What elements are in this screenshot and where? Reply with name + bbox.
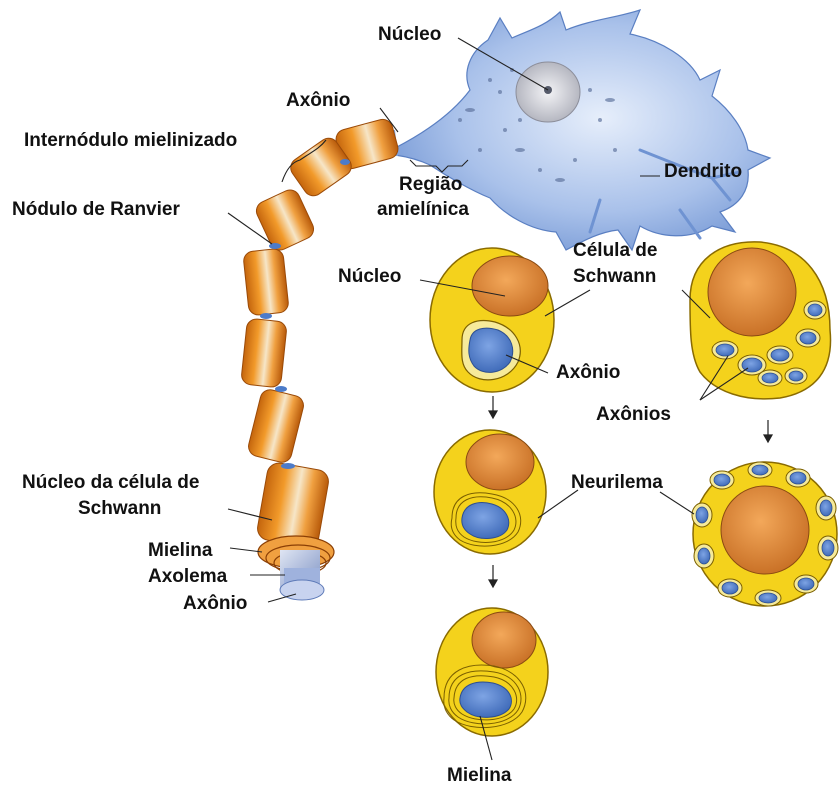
schwann-unmyelinated-bottom	[692, 462, 838, 606]
label-schwann-cell-line2: Schwann	[573, 266, 656, 287]
label-nucleus-top: Núcleo	[378, 24, 441, 45]
label-axolemma: Axolema	[148, 566, 228, 587]
label-myelin-bottom: Mielina	[447, 765, 512, 786]
label-axon-mid: Axônio	[556, 362, 620, 383]
label-axon-bottom: Axônio	[183, 593, 247, 614]
schwann-stage-1	[430, 248, 554, 392]
label-schwann-cell-line1: Célula de	[573, 240, 657, 261]
label-internode: Internódulo mielinizado	[24, 130, 237, 151]
label-axon-top: Axônio	[286, 90, 350, 111]
label-axons-plural: Axônios	[596, 404, 671, 425]
label-dendrite: Dendrito	[664, 161, 742, 182]
label-neurilemma: Neurilema	[571, 472, 663, 493]
label-myelin-left: Mielina	[148, 540, 213, 561]
label-region-line2: amielínica	[377, 199, 469, 220]
label-schwann-nucleus-line1: Núcleo da célula de	[22, 472, 199, 493]
label-node-ranvier: Nódulo de Ranvier	[12, 199, 180, 220]
schwann-unmyelinated-top	[690, 242, 831, 399]
myelinated-axon	[241, 117, 401, 600]
label-nucleus-mid: Núcleo	[338, 266, 401, 287]
schwann-stage-3	[436, 608, 548, 736]
schwann-stage-2	[434, 430, 546, 554]
label-region-line1: Região	[399, 174, 462, 195]
label-schwann-nucleus-line2: Schwann	[78, 498, 161, 519]
